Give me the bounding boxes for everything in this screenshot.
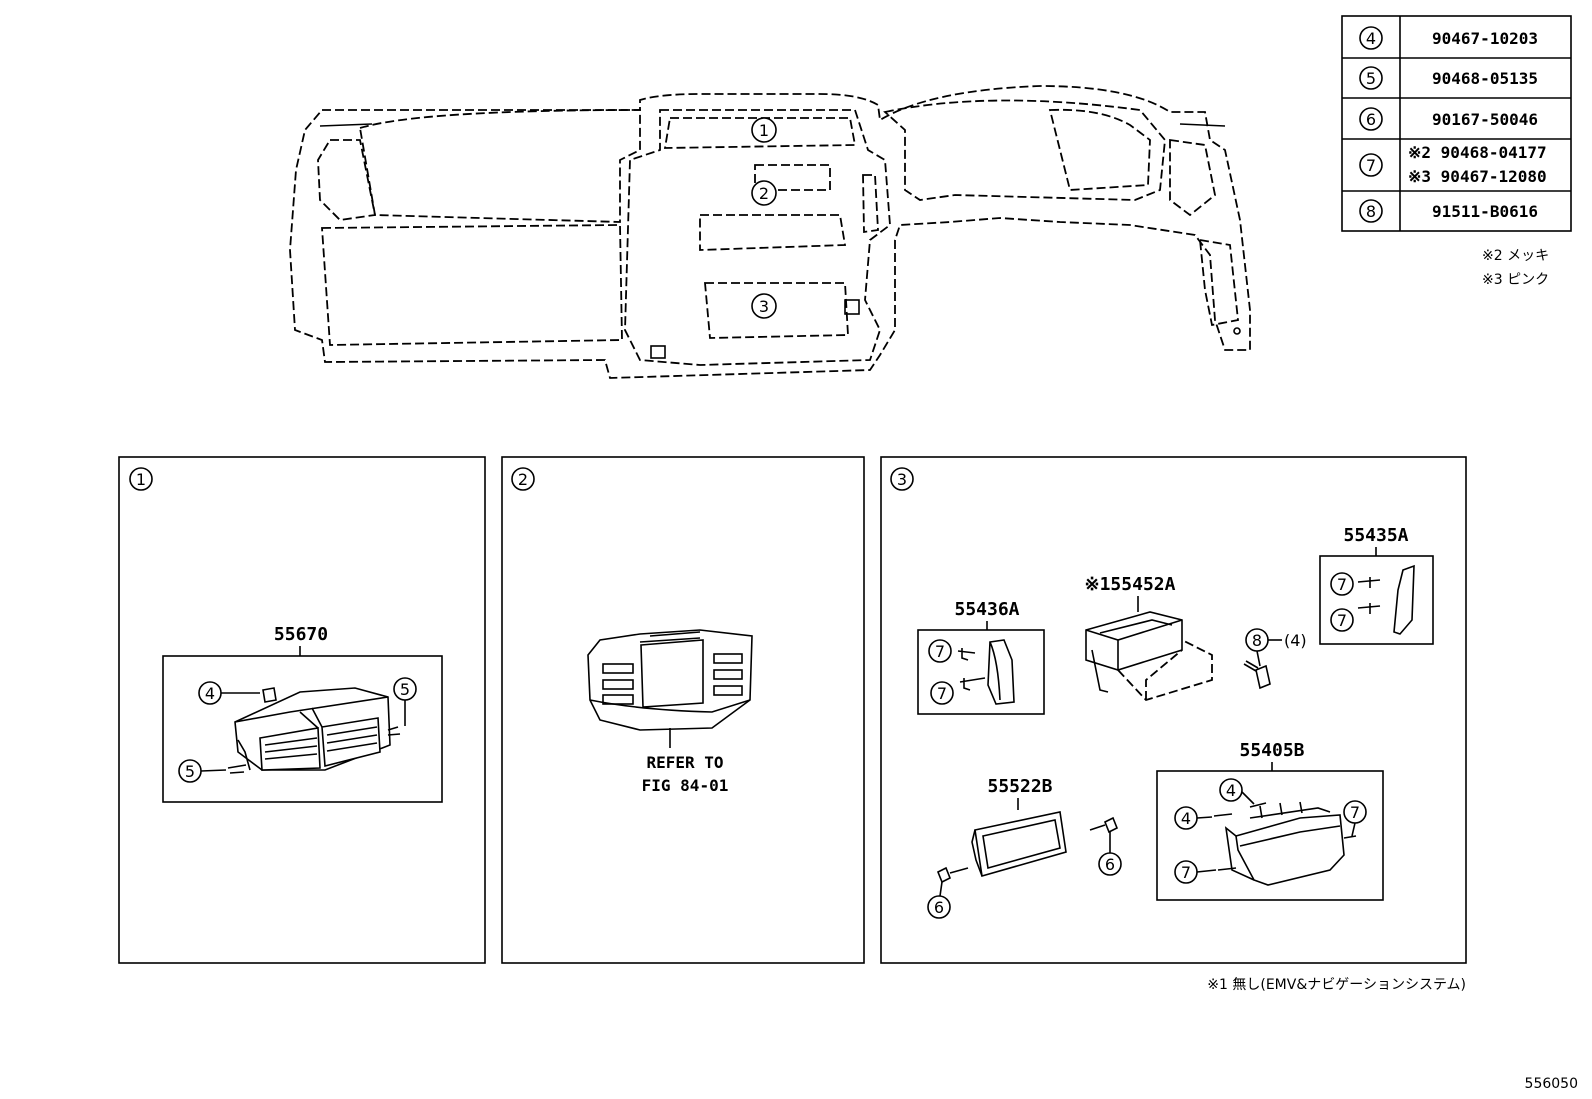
table-ref-8: 8	[1366, 202, 1376, 221]
table-row-6: 6 90167-50046	[1359, 107, 1538, 131]
part-55452A-qty: (4)	[1284, 631, 1307, 650]
panel-2-label: 2	[518, 470, 528, 489]
panel-3-lower-center: 3 55436A 7 7 ※155452A 8 (4)	[880, 456, 1467, 964]
part-55405B-label: 55405B	[1239, 740, 1304, 761]
panel-1-center-vent: 1 55670 4 5 5	[118, 456, 486, 964]
part-55405B-callout-4-upper: 4	[1226, 781, 1236, 800]
panel-3-label: 3	[897, 470, 907, 489]
part-55435A-label: 55435A	[1343, 525, 1408, 546]
table-partno-6: 90167-50046	[1432, 110, 1538, 129]
table-ref-5: 5	[1366, 69, 1376, 88]
screw-6-left	[936, 866, 969, 884]
part-55405B-callout-4-lower: 4	[1181, 809, 1191, 828]
part-55435A-callout-7-upper: 7	[1337, 575, 1347, 594]
panel-1-callout-4: 4	[205, 684, 215, 703]
table-partno-7-plated: ※2 90468-04177	[1408, 143, 1547, 162]
part-55522B-callout-6-left: 6	[934, 898, 944, 917]
center-display-drawing	[587, 629, 753, 748]
part-55522B-label: 55522B	[987, 776, 1052, 797]
part-55452A-drawing	[1085, 611, 1213, 702]
table-ref-7: 7	[1366, 156, 1376, 175]
part-55405B-callout-7-left: 7	[1181, 863, 1191, 882]
part-55405B-callout-7-right: 7	[1350, 803, 1360, 822]
part-55522B-callout-6-right: 6	[1105, 855, 1115, 874]
part-55436A-label: 55436A	[954, 599, 1019, 620]
table-ref-6: 6	[1366, 110, 1376, 129]
table-row-4: 4 90467-10203	[1359, 26, 1538, 50]
screw-6-right	[1089, 816, 1119, 834]
overview-callout-2: 2	[759, 184, 769, 203]
instrument-panel-overview: 1 2 3	[289, 85, 1251, 379]
figure-number: 556050	[1525, 1076, 1578, 1092]
panel-1-callout-5-right: 5	[400, 680, 410, 699]
panel-2-refer-line-2: FIG 84-01	[642, 776, 729, 795]
part-55405B-drawing	[1213, 801, 1357, 886]
table-row-5: 5 90468-05135	[1359, 66, 1538, 90]
panel-1-label: 1	[136, 470, 146, 489]
overview-callout-1: 1	[759, 121, 769, 140]
overview-callout-3: 3	[759, 297, 769, 316]
center-vent-drawing	[227, 687, 401, 774]
table-ref-4: 4	[1366, 29, 1376, 48]
variant-note-pink: ※3 ピンク	[1482, 272, 1549, 288]
footnote-variant-1: ※1 無し(EMV&ナビゲーションシステム)	[1207, 977, 1466, 993]
panel-2-center-display: 2 REFER TO FIG 84-01	[501, 456, 865, 964]
table-partno-8: 91511-B0616	[1432, 202, 1538, 221]
bolt-8-drawing	[1243, 650, 1271, 690]
variant-note-plated: ※2 メッキ	[1482, 248, 1549, 264]
table-row-7: 7 ※2 90468-04177 ※3 90467-12080	[1359, 143, 1547, 186]
part-55436A-callout-7-upper: 7	[935, 642, 945, 661]
part-55452A-callout-8: 8	[1252, 631, 1262, 650]
part-55452A-label: ※155452A	[1085, 574, 1176, 595]
part-55436A-callout-7-lower: 7	[937, 684, 947, 703]
parts-reference-table: 4 90467-10203 5 90468-05135 6 90167-5004…	[1341, 15, 1572, 232]
table-partno-5: 90468-05135	[1432, 69, 1538, 88]
table-row-8: 8 91511-B0616	[1359, 199, 1538, 223]
part-55522B-drawing	[971, 811, 1067, 878]
part-55670-label: 55670	[274, 624, 328, 645]
panel-2-refer-line-1: REFER TO	[646, 753, 723, 772]
table-partno-7-pink: ※3 90467-12080	[1408, 167, 1547, 186]
part-55435A-callout-7-lower: 7	[1337, 611, 1347, 630]
part-55435A-drawing	[1357, 564, 1415, 635]
part-55436A-drawing	[957, 639, 1015, 705]
table-partno-4: 90467-10203	[1432, 29, 1538, 48]
panel-1-callout-5-left: 5	[185, 762, 195, 781]
